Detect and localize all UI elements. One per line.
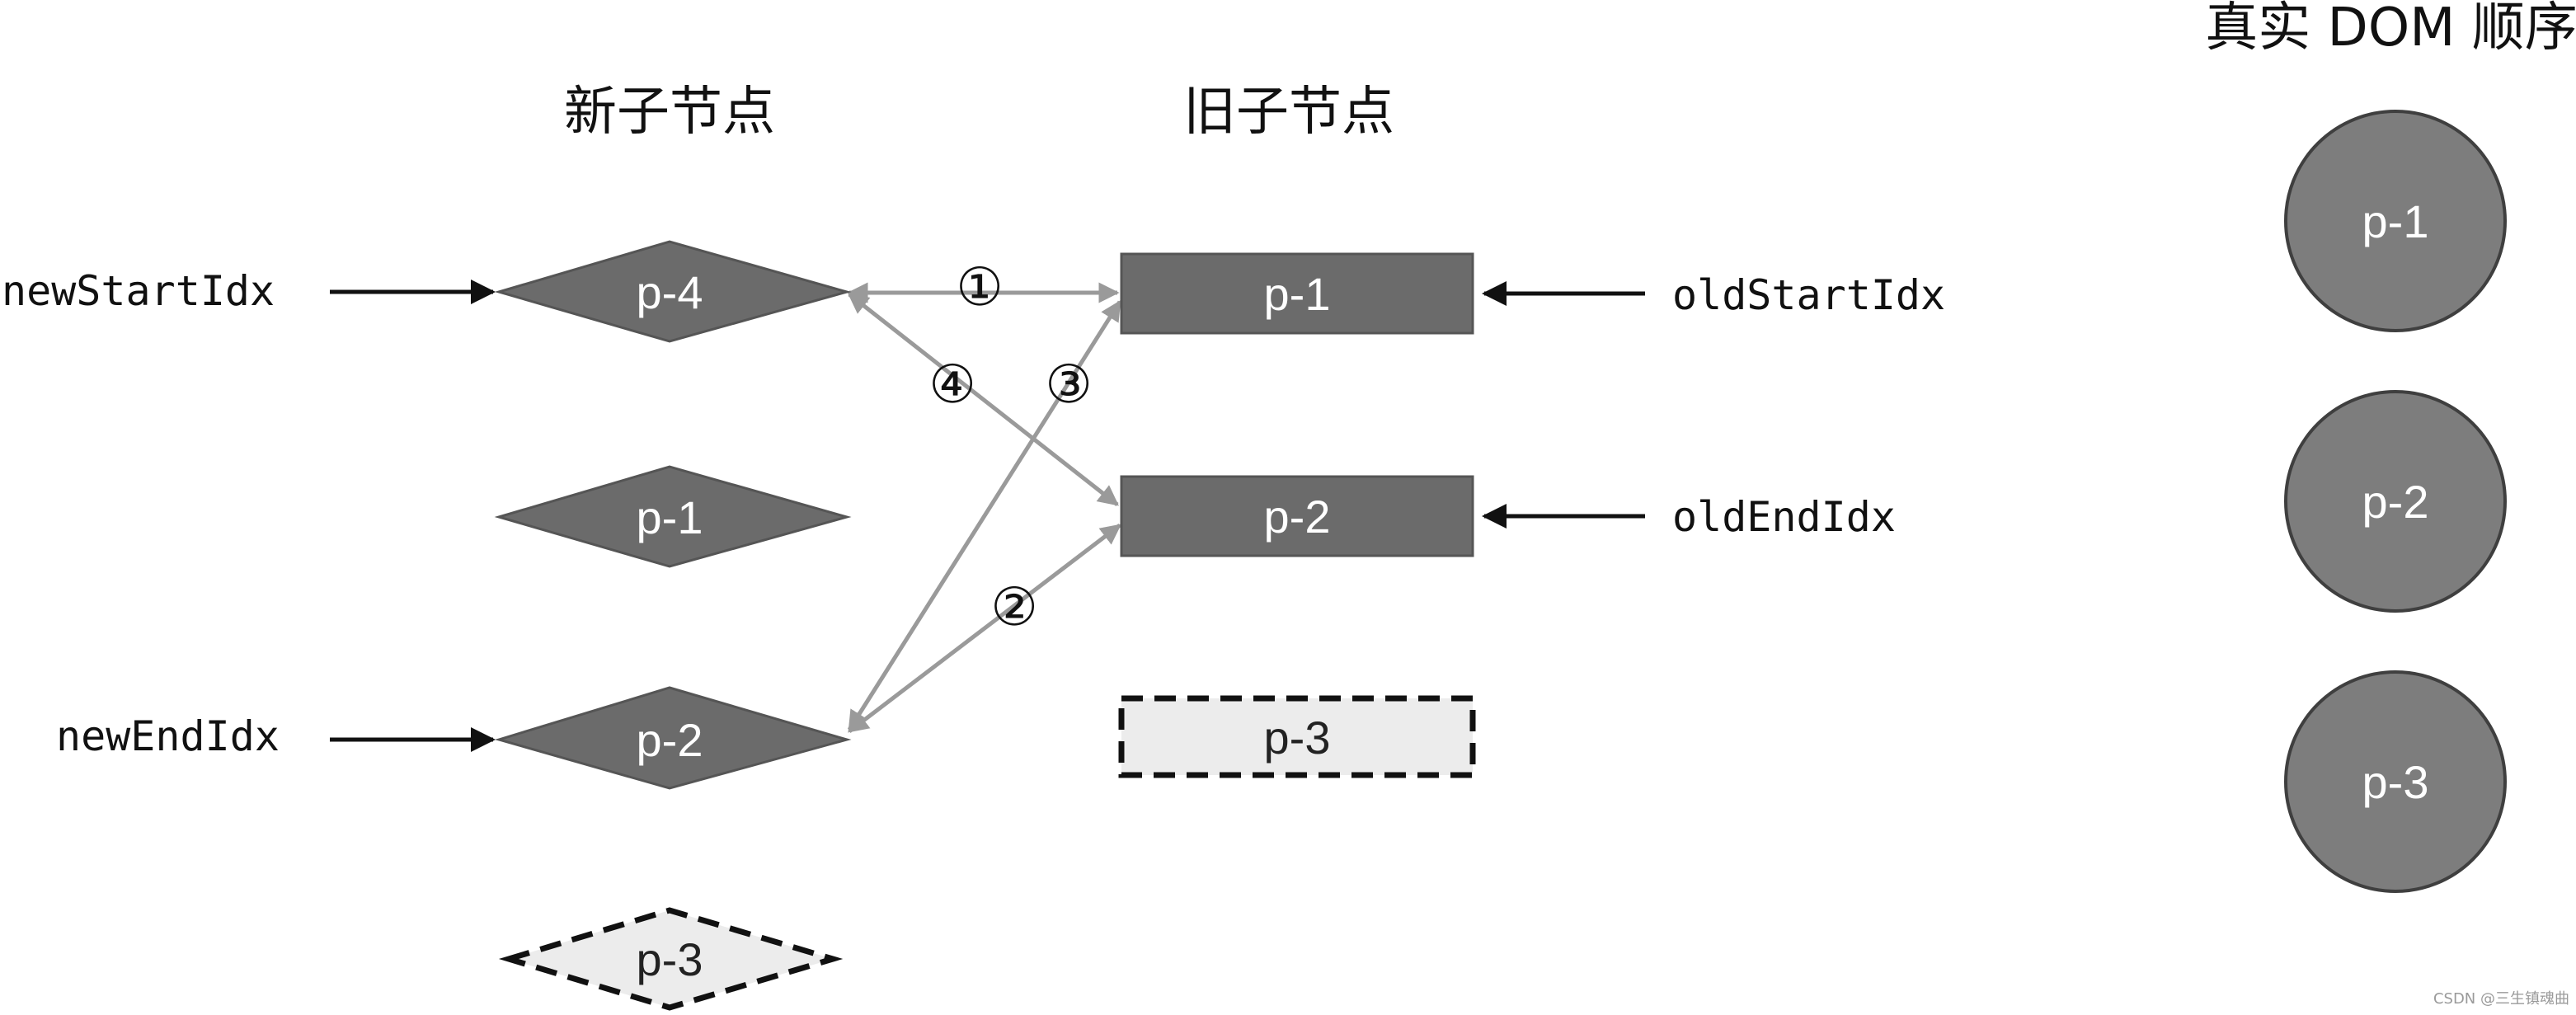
old-node-p1: p-1 bbox=[1120, 252, 1474, 335]
new-node-p1-label: p-1 bbox=[637, 491, 703, 543]
step-marker-1: ① bbox=[956, 257, 1003, 318]
old-end-idx-label: oldEndIdx bbox=[1672, 493, 1896, 541]
new-node-p4-label: p-4 bbox=[637, 266, 703, 318]
step-marker-3: ③ bbox=[1045, 355, 1092, 416]
dom-node-p2-label: p-2 bbox=[2362, 476, 2429, 528]
watermark: CSDN @三生镇魂曲 bbox=[2433, 990, 2569, 1008]
dom-node-p3: p-3 bbox=[2284, 670, 2507, 893]
new-node-p3-label: p-3 bbox=[637, 933, 703, 985]
dom-node-p1-label: p-1 bbox=[2362, 195, 2429, 247]
old-start-idx-label: oldStartIdx bbox=[1672, 271, 1945, 319]
real-dom-order-heading: 真实 DOM 顺序 bbox=[2205, 0, 2576, 59]
dom-node-p3-label: p-3 bbox=[2362, 756, 2429, 808]
new-node-p2-label: p-2 bbox=[637, 714, 703, 766]
new-node-p2: p-2 bbox=[494, 686, 852, 790]
compare-arrow-2 bbox=[848, 524, 1121, 733]
new-node-p1: p-1 bbox=[494, 465, 852, 568]
new-node-p4: p-4 bbox=[494, 240, 852, 343]
new-end-idx-label: newEndIdx bbox=[56, 712, 280, 760]
old-children-heading: 旧子节点 bbox=[1183, 82, 1394, 143]
step-marker-2: ② bbox=[990, 577, 1037, 638]
old-node-p2: p-2 bbox=[1120, 475, 1474, 557]
new-node-p3-dashed: p-3 bbox=[498, 907, 844, 1011]
old-node-p3-dashed: p-3 bbox=[1118, 695, 1476, 778]
step-marker-4: ④ bbox=[928, 355, 975, 416]
old-node-p3-label: p-3 bbox=[1264, 712, 1331, 764]
old-node-p1-label: p-1 bbox=[1264, 268, 1331, 320]
new-children-heading: 新子节点 bbox=[564, 82, 775, 143]
dom-node-p1: p-1 bbox=[2284, 110, 2507, 332]
dom-node-p2: p-2 bbox=[2284, 390, 2507, 613]
new-start-idx-label: newStartIdx bbox=[2, 267, 275, 315]
old-node-p2-label: p-2 bbox=[1264, 491, 1331, 543]
